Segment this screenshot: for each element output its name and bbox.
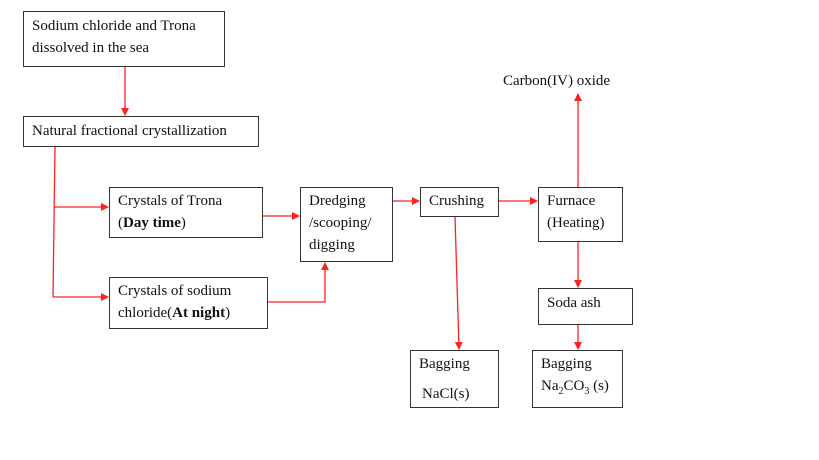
formula-sub: 2 bbox=[558, 386, 564, 397]
node-nacl-line1: Crystals of sodium bbox=[118, 283, 232, 299]
node-soda-ash: Soda ash bbox=[538, 288, 633, 325]
node-dredging-line2: /scooping/ bbox=[309, 215, 372, 231]
paren: ) bbox=[225, 305, 231, 321]
node-bagging-nacl-line2: NaCl(s) bbox=[422, 386, 470, 402]
day-time-label: Day time bbox=[123, 215, 181, 231]
formula-part: (s) bbox=[589, 378, 609, 394]
node-nacl-line2: chloride(At night) bbox=[118, 302, 259, 324]
paren: ) bbox=[180, 215, 186, 231]
formula-part: CO bbox=[563, 378, 585, 394]
node-soda-ash-text: Soda ash bbox=[547, 295, 601, 311]
node-bagging-nacl: Bagging NaCl(s) bbox=[410, 350, 499, 408]
label-co2: Carbon(IV) oxide bbox=[503, 73, 611, 89]
node-trona: Crystals of Trona (Day time) bbox=[109, 187, 263, 238]
node-furnace-line1: Furnace bbox=[547, 193, 596, 209]
formula-part: Na bbox=[541, 378, 559, 394]
node-sea-line2: dissolved in the sea bbox=[32, 40, 150, 56]
line-crystallization-branch bbox=[52, 146, 56, 298]
node-crystallization-text: Natural fractional crystallization bbox=[32, 123, 227, 139]
chloride-text: chloride( bbox=[118, 305, 173, 321]
node-sea-line1: Sodium chloride and Trona bbox=[32, 18, 196, 34]
paren: ( bbox=[118, 215, 123, 231]
node-bagging-na2co3-line2: Na2CO3 (s) bbox=[541, 375, 614, 403]
node-trona-line2: (Day time) bbox=[118, 212, 254, 234]
node-bagging-na2co3: Bagging Na2CO3 (s) bbox=[532, 350, 623, 408]
node-crushing-text: Crushing bbox=[429, 193, 485, 209]
formula-sub: 3 bbox=[584, 386, 590, 397]
node-bagging-na2co3-line1: Bagging bbox=[541, 356, 592, 372]
node-furnace: Furnace (Heating) bbox=[538, 187, 623, 242]
node-bagging-nacl-line1: Bagging bbox=[419, 356, 470, 372]
node-crushing: Crushing bbox=[420, 187, 499, 217]
node-dredging-line3: digging bbox=[309, 237, 355, 253]
node-trona-line1: Crystals of Trona bbox=[118, 193, 223, 209]
node-crystallization: Natural fractional crystallization bbox=[23, 116, 259, 147]
node-dredging: Dredging /scooping/ digging bbox=[300, 187, 393, 262]
node-furnace-line2: (Heating) bbox=[547, 215, 605, 231]
node-dredging-line1: Dredging bbox=[309, 193, 366, 209]
at-night-label: At night bbox=[172, 305, 226, 321]
node-nacl-crystals: Crystals of sodium chloride(At night) bbox=[109, 277, 268, 329]
node-sea: Sodium chloride and Trona dissolved in t… bbox=[23, 11, 225, 67]
arrow-nacl-to-dredging bbox=[268, 262, 329, 303]
arrow-crushing-to-bagging-nacl bbox=[454, 216, 463, 350]
